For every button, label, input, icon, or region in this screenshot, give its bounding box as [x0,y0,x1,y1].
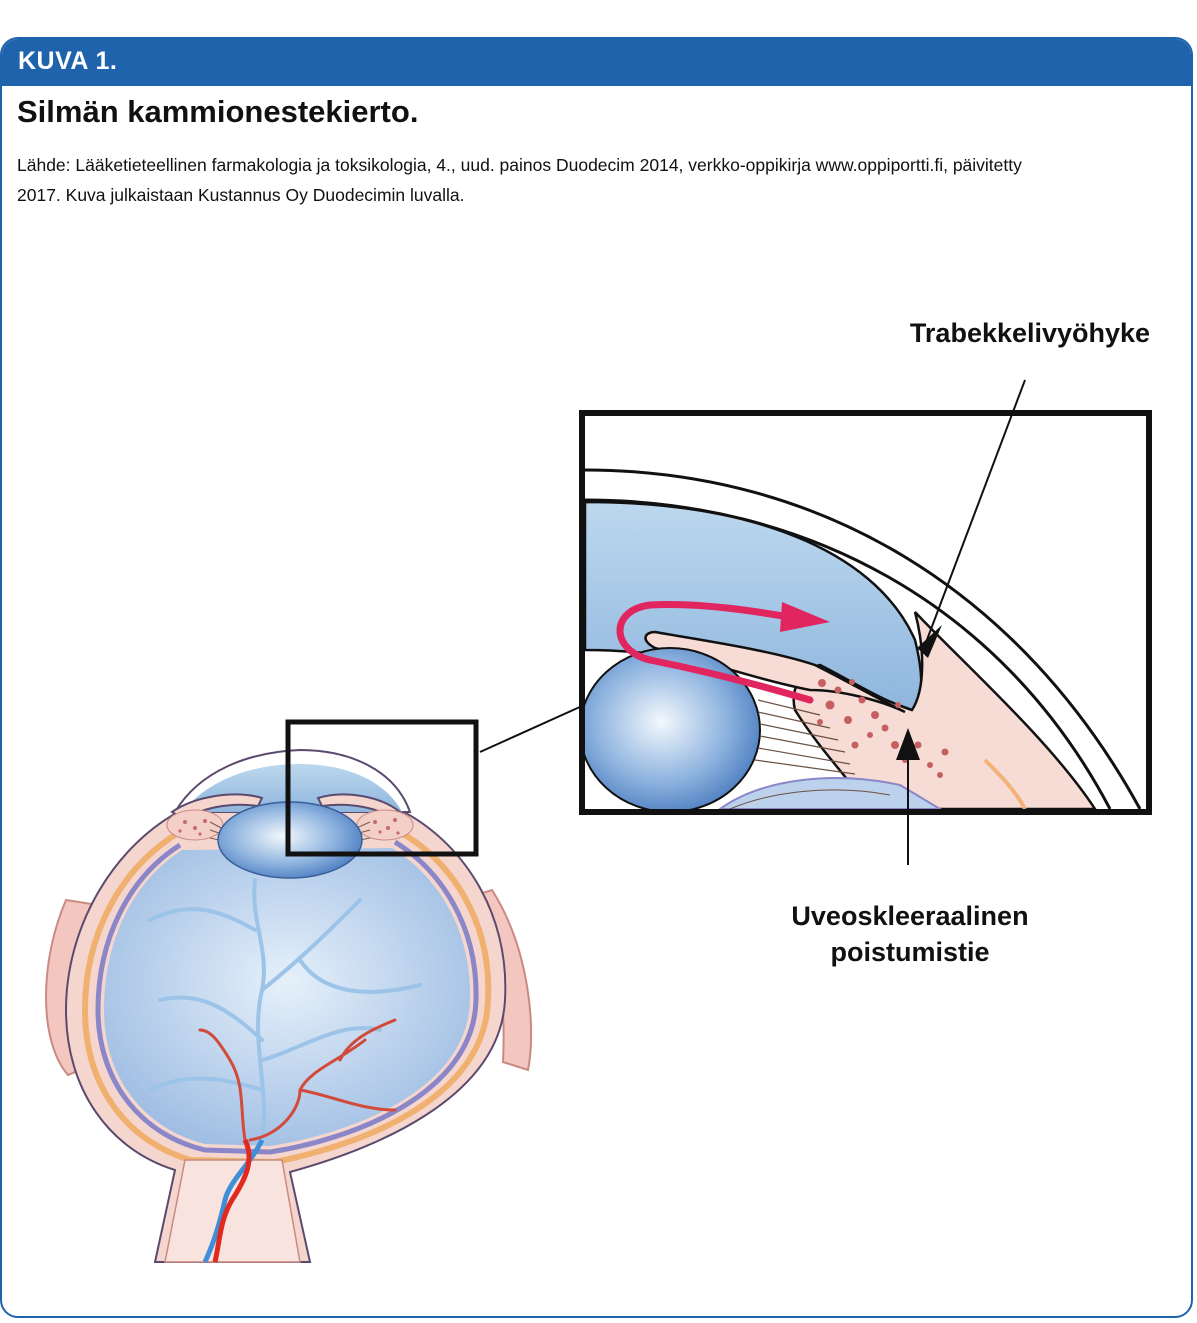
pigment-dots-small [178,818,400,836]
zoom-sclera [792,611,1097,809]
retinal-arteries [198,1018,397,1142]
trabecular-leader-line [924,379,1026,646]
ciliary-body-right [356,809,414,841]
vitreous-body [104,848,471,1146]
zoom-indicator-box [285,719,479,857]
figure-header-bar: KUVA 1. [2,39,1191,86]
central-artery [212,1138,252,1263]
optic-nerve [164,1159,301,1263]
aqueous-flow-arrow [616,600,814,704]
label-uveoscleral: Uveoskleeraalinen poistumistie [785,898,1035,970]
source-line-1: Lähde: Lääketieteellinen farmakologia ja… [17,155,1022,175]
figure-source: Lähde: Lääketieteellinen farmakologia ja… [17,150,1167,210]
retina [95,839,479,1155]
label-trabecular: Trabekkelivyöhyke [909,318,1151,348]
figure-number: KUVA 1. [18,47,118,75]
zoom-connector-line [479,705,583,753]
zoom-lens [585,647,761,809]
zoom-zonules [754,699,856,775]
pigment-dots [817,679,949,778]
zoom-vitreous [718,777,942,809]
label-uveoscleral-line-2: poistumistie [830,937,990,967]
zoom-cornea-inner [585,468,1142,809]
uveoscleral-arrowhead [896,728,920,760]
retinal-veins [148,878,422,1142]
label-uveoscleral-line-1: Uveoskleeraalinen [791,901,1029,931]
eye-cross-section [45,748,533,1264]
source-line-2: 2017. Kuva julkaistaan Kustannus Oy Duod… [17,185,465,205]
figure-title: Silmän kammionestekierto. [17,94,419,129]
trabecular-arrowhead [917,625,942,658]
zoomed-detail [585,416,1146,809]
aqueous-flow-arrowhead [780,602,830,632]
zoom-detail-box [579,410,1152,815]
